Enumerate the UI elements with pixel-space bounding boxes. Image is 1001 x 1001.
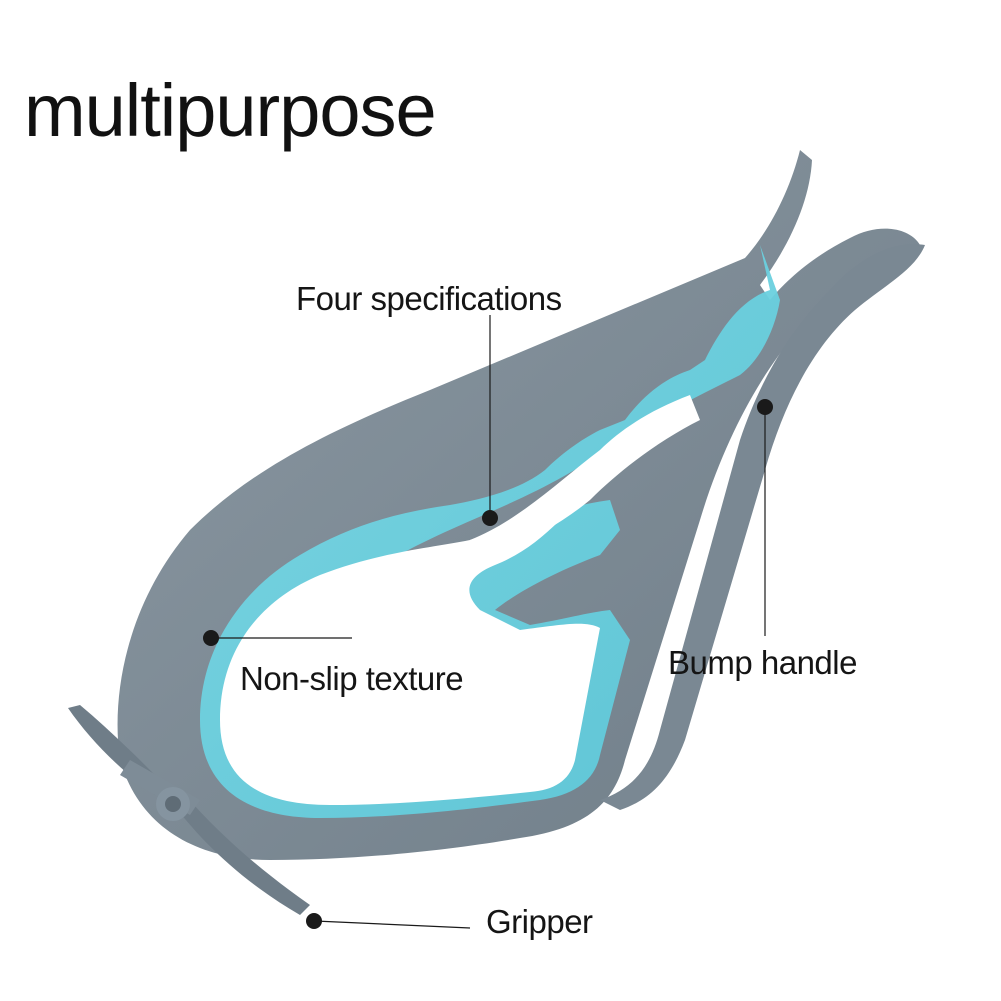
gripper-hinge [68,705,310,915]
label-bump-handle: Bump handle [668,644,857,681]
label-gripper: Gripper [486,903,593,940]
label-four-specifications: Four specifications [296,280,562,317]
scallop-openings [470,395,700,560]
callout-gripper [306,913,471,929]
bump-handle-arm [600,244,925,810]
page-title: multipurpose [24,69,437,152]
label-non-slip-texture: Non-slip texture [240,660,464,697]
callout-non-slip-texture [203,630,352,646]
callout-bump-handle [757,399,773,636]
callout-four-specifications [482,315,498,526]
opener-hollow [220,500,600,805]
